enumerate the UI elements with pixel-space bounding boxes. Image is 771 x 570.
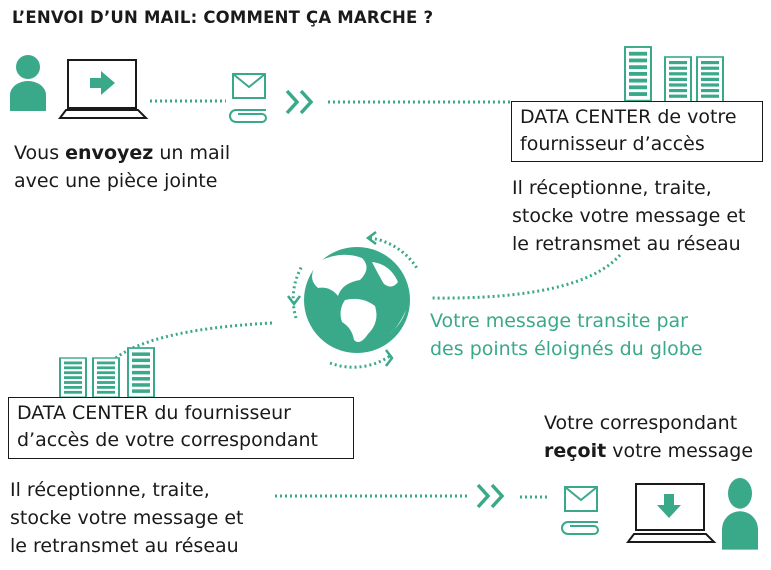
paperclip-icon — [229, 109, 267, 123]
isp-datacenter-line2: fournisseur d’accès — [520, 133, 705, 155]
isp-datacenter-line1: DATA CENTER de votre — [520, 106, 737, 128]
isp-datacenter-description: Il réceptionne, traite, stocke votre mes… — [512, 177, 746, 255]
sender-person-icon — [10, 55, 46, 111]
double-chevron-icon-2 — [476, 483, 504, 509]
sender-text: Vous envoyez un mail avec une pièce join… — [14, 142, 231, 192]
path-globe-to-recipient-dc — [106, 321, 273, 367]
recipient-verb: reçoit — [544, 440, 607, 462]
recipient-datacenter-line2: d’accès de votre correspondant — [17, 429, 318, 451]
envelope-icon — [232, 73, 266, 99]
isp-server-rack-icon — [624, 46, 724, 103]
recipient-datacenter-description: Il réceptionne, traite, stocke votre mes… — [10, 479, 244, 557]
double-chevron-icon — [285, 89, 313, 115]
recipient-datacenter-line1: DATA CENTER du fournisseur — [17, 402, 291, 424]
recipient-server-rack-icon — [59, 347, 155, 399]
laptop-download-icon — [626, 483, 717, 543]
recipient-text: Votre correspondant reçoit votre message — [544, 412, 754, 462]
sender-verb: envoyez — [65, 142, 154, 164]
page-title: L’ENVOI D’UN MAIL: COMMENT ÇA MARCHE ? — [12, 8, 434, 27]
globe-icon — [287, 231, 420, 369]
paperclip-icon-2 — [561, 521, 599, 535]
laptop-upload-icon — [58, 59, 149, 119]
recipient-person-icon — [722, 478, 758, 550]
path-isp-to-globe — [429, 254, 622, 300]
envelope-icon-2 — [564, 486, 598, 512]
isp-datacenter-box: DATA CENTER de votre fournisseur d’accès — [511, 101, 763, 162]
transit-text: Votre message transite par des points él… — [430, 310, 703, 360]
recipient-datacenter-box: DATA CENTER du fournisseur d’accès de vo… — [8, 397, 354, 459]
